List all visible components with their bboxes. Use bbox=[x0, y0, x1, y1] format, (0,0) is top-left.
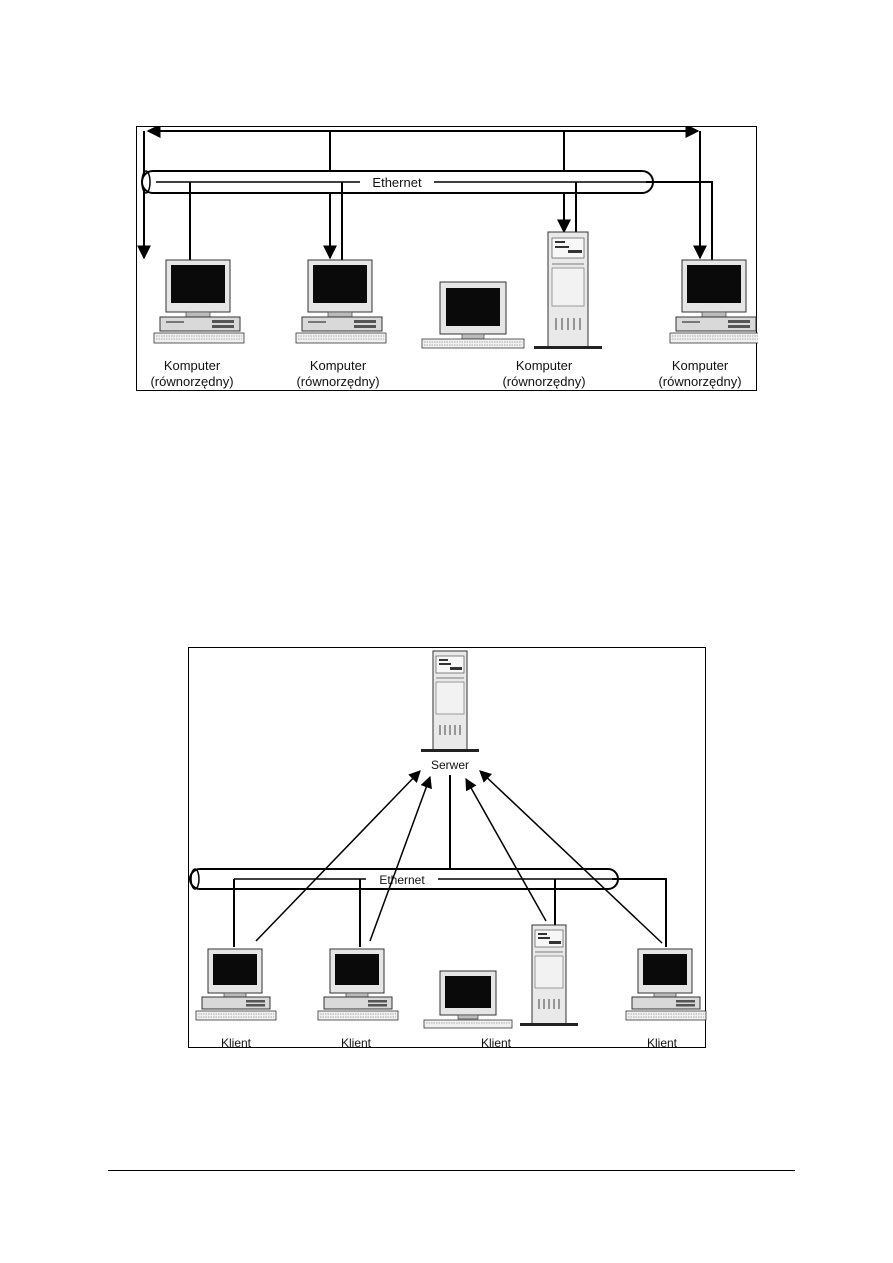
ethernet-label: Ethernet bbox=[379, 873, 425, 887]
client-server-diagram: Serwer Ethernet Klient Klient Klient Kli… bbox=[188, 647, 707, 1049]
request-arrow bbox=[465, 777, 547, 922]
desktop-computer-icon bbox=[295, 259, 387, 344]
desktop-computer-icon bbox=[153, 259, 245, 344]
node-label-line1: Komputer bbox=[164, 358, 221, 373]
request-arrow bbox=[255, 770, 421, 942]
client-label: Klient bbox=[221, 1036, 252, 1049]
node-label-line2: (równorzędny) bbox=[658, 374, 741, 389]
request-arrow bbox=[479, 770, 663, 944]
client-label: Klient bbox=[647, 1036, 678, 1049]
client-label: Klient bbox=[481, 1036, 512, 1049]
drop-line bbox=[646, 181, 713, 260]
drop-line bbox=[612, 878, 667, 947]
footer-rule bbox=[108, 1170, 795, 1171]
node-label-line1: Komputer bbox=[516, 358, 573, 373]
node-label-line1: Komputer bbox=[672, 358, 729, 373]
node-label-line2: (równorzędny) bbox=[502, 374, 585, 389]
server-label: Serwer bbox=[431, 758, 469, 772]
client-label: Klient bbox=[341, 1036, 372, 1049]
node-label-line2: (równorzędny) bbox=[150, 374, 233, 389]
peer-network-diagram: Ethernet Komputer (równorzędny) Komputer… bbox=[136, 126, 758, 392]
diagram-frame bbox=[136, 126, 757, 391]
ethernet-label: Ethernet bbox=[372, 175, 422, 190]
node-label-line1: Komputer bbox=[310, 358, 367, 373]
desktop-computer-icon bbox=[669, 259, 758, 344]
node-label-line2: (równorzędny) bbox=[296, 374, 379, 389]
request-arrow bbox=[369, 775, 432, 942]
